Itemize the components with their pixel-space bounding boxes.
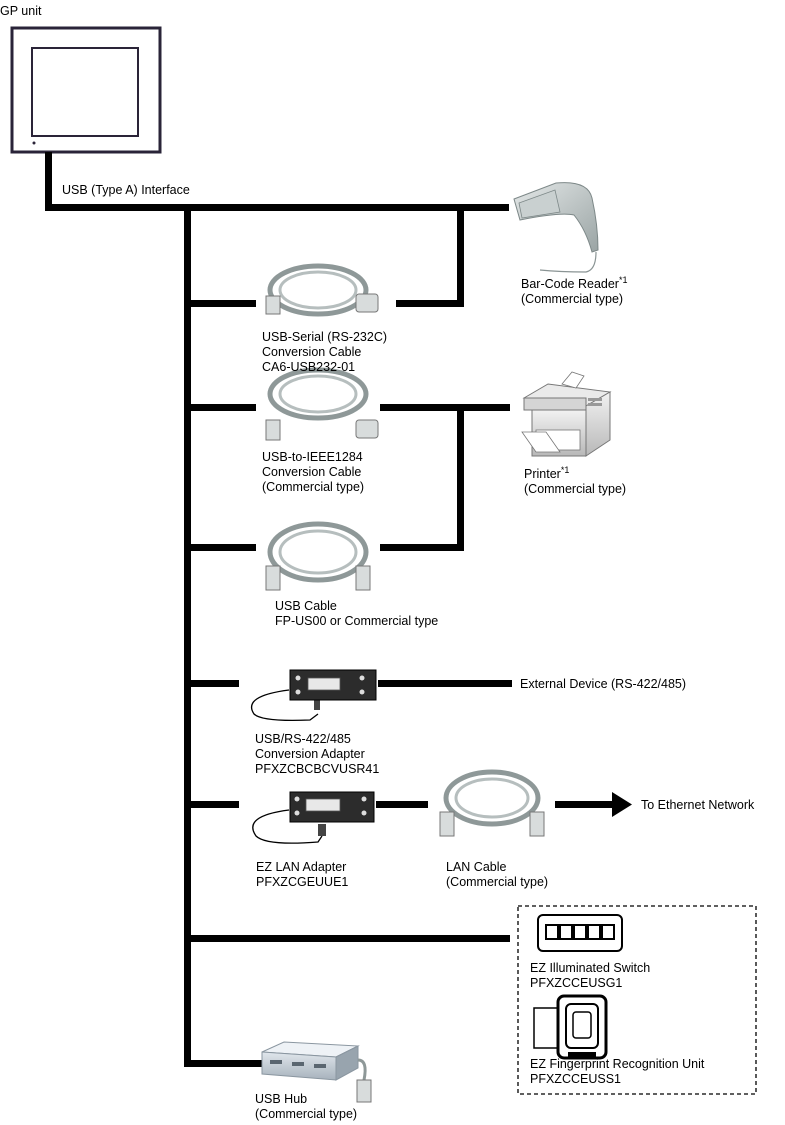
usb-ieee1284-line2: Conversion Cable [262,465,362,479]
usb-cable-label: USB Cable FP-US00 or Commercial type [275,599,438,629]
lan-cable-icon [439,769,545,837]
printer-label: Printer*1 (Commercial type) [524,465,627,497]
barcode-reader-note: *1 [618,275,628,285]
usb-serial-line2: Conversion Cable [262,345,362,359]
illuminated-switch-line1: EZ Illuminated Switch [530,961,651,975]
lan-cable-line1: LAN Cable [446,860,507,874]
ez-lan-adapter-icon [252,791,375,844]
lan-cable-type: (Commercial type) [446,875,549,889]
optional-units-box [517,905,757,1095]
illuminated-switch-icon [537,914,623,952]
fingerprint-unit-label: EZ Fingerprint Recognition Unit PFXZCCEU… [530,1057,704,1087]
interface-label: USB (Type A) Interface [62,183,190,197]
rs422-adapter-label: USB/RS-422/485 Conversion Adapter PFXZCB… [255,732,379,777]
printer-type: (Commercial type) [524,482,627,496]
illuminated-switch-model: PFXZCCEUSG1 [530,976,623,990]
usb-serial-line1: USB-Serial (RS-232C) [262,330,388,344]
barcode-reader-name: Bar-Code Reader [521,277,619,291]
ez-lan-adapter-label: EZ LAN Adapter PFXZCGEUUE1 [256,860,348,890]
printer-icon [521,371,612,457]
barcode-reader-label: Bar-Code Reader*1 (Commercial type) [521,275,628,307]
usb-cable-model: FP-US00 or Commercial type [275,614,439,628]
ethernet-label: To Ethernet Network [641,798,755,812]
rs422-adapter-line2: Conversion Adapter [255,747,365,761]
rs422-adapter-icon [251,669,377,722]
barcode-reader-icon [513,182,599,273]
external-device-label: External Device (RS-422/485) [520,677,687,691]
ez-lan-adapter-model: PFXZCGEUUE1 [256,875,349,889]
usb-ieee1284-type: (Commercial type) [262,480,365,494]
usb-cable-icon [265,521,371,591]
usb-hub-type: (Commercial type) [255,1107,358,1121]
illuminated-switch-label: EZ Illuminated Switch PFXZCCEUSG1 [530,961,650,991]
usb-serial-cable-icon [265,263,379,317]
usb-serial-cable-label: USB-Serial (RS-232C) Conversion Cable CA… [262,330,387,375]
usb-hub-line1: USB Hub [255,1092,308,1106]
usb-ieee1284-cable-label: USB-to-IEEE1284 Conversion Cable (Commer… [262,450,364,495]
rs422-adapter-line1: USB/RS-422/485 [255,732,351,746]
printer-note: *1 [560,465,570,475]
usb-ieee1284-cable-icon [265,367,379,441]
gp-unit [10,26,162,154]
fingerprint-unit-icon [533,994,608,1060]
rs422-adapter-model: PFXZCBCBCVUSR41 [255,762,380,776]
fingerprint-unit-model: PFXZCCEUSS1 [530,1072,621,1086]
fingerprint-unit-line1: EZ Fingerprint Recognition Unit [530,1057,705,1071]
usb-serial-model: CA6-USB232-01 [262,360,356,374]
usb-hub-label: USB Hub (Commercial type) [255,1092,357,1122]
printer-name: Printer [524,467,561,481]
usb-hub-icon [261,1041,372,1103]
barcode-reader-type: (Commercial type) [521,292,624,306]
connection-lines [45,152,632,1067]
usb-ieee1284-line1: USB-to-IEEE1284 [262,450,363,464]
gp-unit-label: GP unit [0,4,42,18]
usb-cable-line1: USB Cable [275,599,337,613]
lan-cable-label: LAN Cable (Commercial type) [446,860,548,890]
ez-lan-adapter-line1: EZ LAN Adapter [256,860,347,874]
